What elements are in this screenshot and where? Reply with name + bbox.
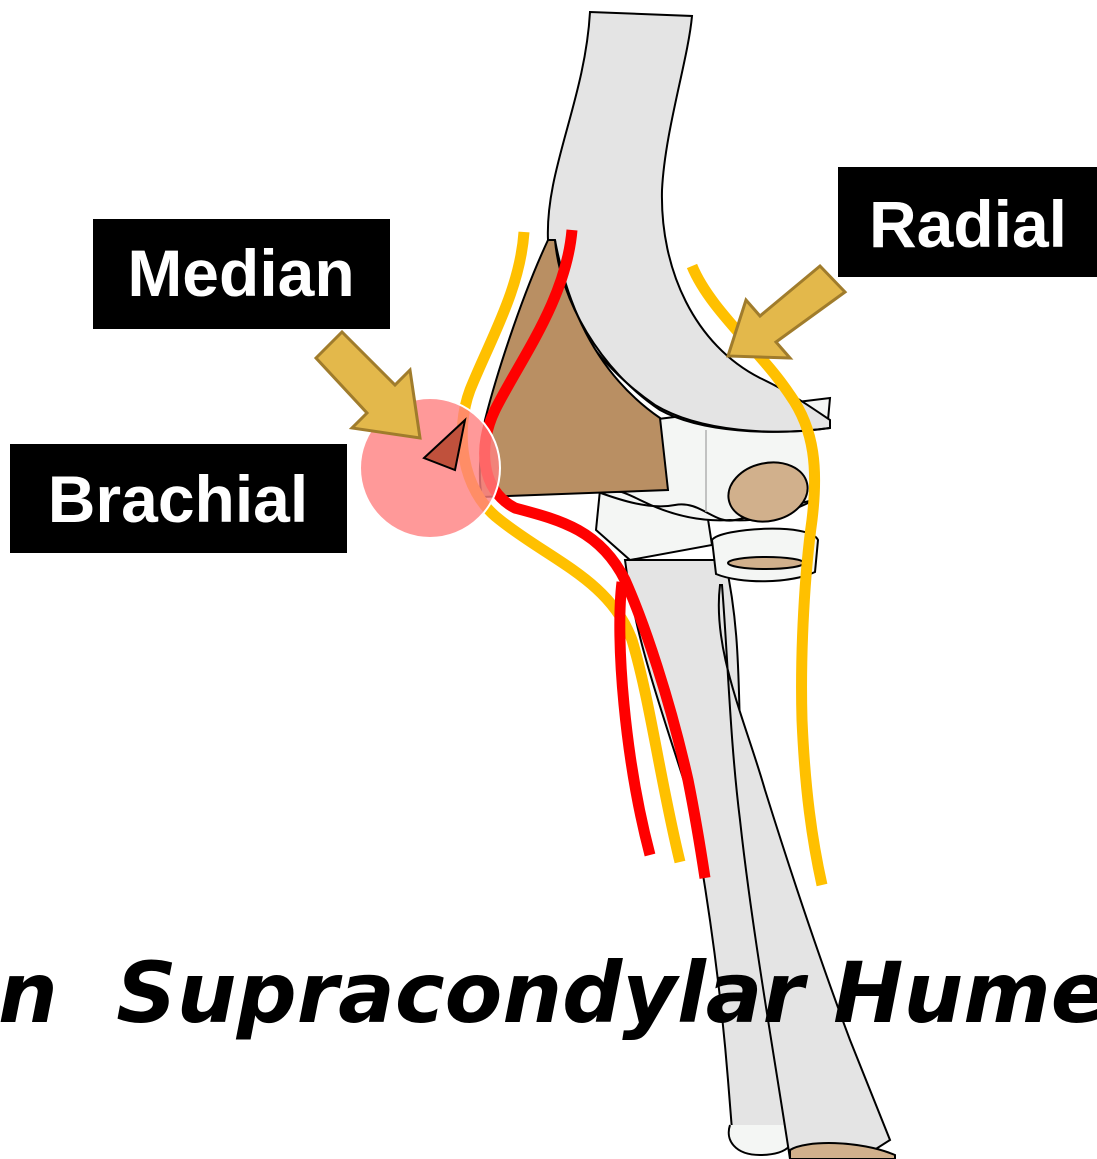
median-label: Median xyxy=(93,219,390,329)
page-title: n Supracondylar Humeru xyxy=(0,944,1097,1042)
brachial-label-text: Brachial xyxy=(48,462,308,536)
down-left-arrow-icon xyxy=(728,266,845,358)
radial-label: Radial xyxy=(838,167,1097,277)
radial-label-text: Radial xyxy=(869,187,1067,261)
brachial-label: Brachial xyxy=(10,444,347,553)
radial-ossification-center xyxy=(728,557,804,569)
down-right-arrow-icon xyxy=(316,332,420,438)
median-label-text: Median xyxy=(127,236,354,310)
ulna-distal-end xyxy=(729,1125,794,1155)
